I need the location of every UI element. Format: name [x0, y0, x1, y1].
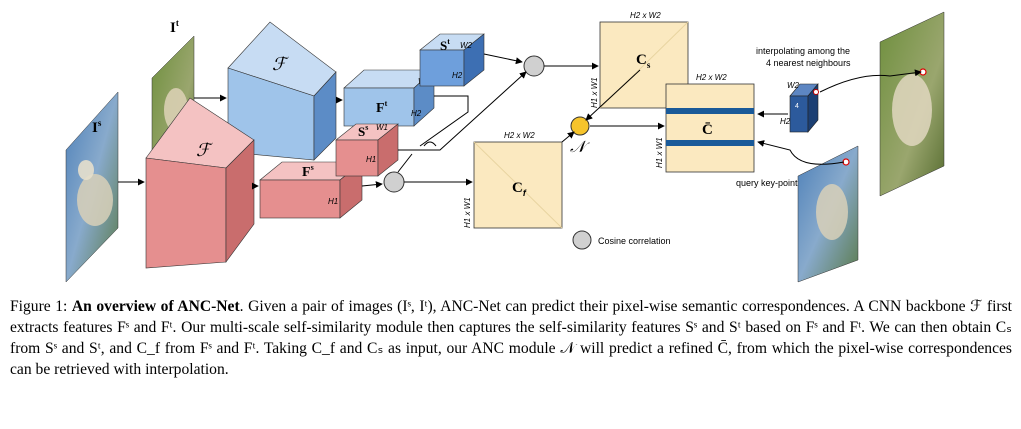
interp-h2-label: H2 — [780, 117, 791, 126]
sim-s-h1-label: H1 — [366, 155, 376, 164]
interp-text-2: 4 nearest neighbours — [766, 58, 851, 68]
cbar-band-top — [666, 108, 754, 114]
feature-source-label: Fs — [302, 163, 314, 180]
sim-t-w2-label: W2 — [460, 41, 473, 50]
sim-target-block — [419, 33, 485, 87]
feat-s-h1-label: H1 — [328, 197, 338, 206]
cs-top-dim: H2 x W2 — [630, 11, 661, 20]
cbar-top-dim: H2 x W2 — [696, 73, 727, 82]
result-target-image — [879, 11, 945, 197]
arrow-cf-to-anc — [561, 131, 575, 143]
cosine-circle-bottom — [383, 171, 405, 193]
feat-t-h2-label: H2 — [411, 109, 422, 118]
interp-point — [813, 89, 819, 95]
feature-target-label: Ft — [376, 99, 388, 116]
arrow-cs-to-anc — [585, 69, 641, 121]
caption-prefix: Figure 1: — [10, 298, 72, 315]
cosine-circle-top — [523, 55, 545, 77]
backbone-target-label: ℱ — [272, 54, 289, 74]
cf-diagonal — [473, 141, 563, 229]
query-source-image — [797, 145, 859, 283]
source-image — [65, 91, 119, 283]
cbar-side-dim: H1 x W1 — [655, 137, 664, 168]
backbone-source-block — [145, 97, 255, 269]
arrow-query-to-cbar — [757, 140, 845, 165]
sim-target-label: St — [440, 37, 450, 53]
anc-module-label: 𝒩 — [570, 139, 590, 156]
backbone-source-label: ℱ — [196, 140, 213, 160]
legend-cosine-text: Cosine correlation — [598, 236, 671, 246]
sim-source-block — [335, 123, 399, 177]
sim-s-w1-label: W1 — [376, 123, 388, 132]
arrow-ss-to-cos — [398, 71, 527, 151]
cs-label: Cs — [636, 52, 651, 70]
interp-text-1: interpolating among the — [756, 46, 850, 56]
anc-net-overview-diagram: Is It ℱ ℱ Ft W2 H2 St W2 H2 — [65, 11, 945, 283]
cbar-label: C̄ — [702, 122, 713, 138]
anc-module-circle — [570, 116, 590, 136]
cbar-square — [665, 83, 755, 173]
interp-w2-label: W2 — [787, 81, 800, 90]
target-image-label: It — [170, 18, 179, 36]
interp-block — [789, 83, 819, 133]
query-keypoint-text: query key-point — [736, 178, 798, 188]
cbar-band-bottom — [666, 140, 754, 146]
arrow-st-to-cos — [483, 53, 523, 65]
figure-caption: Figure 1: An overview of ANC-Net. Given … — [10, 296, 1012, 380]
backbone-target-block — [227, 21, 337, 161]
interp-4-label: 4 — [795, 103, 799, 110]
caption-title: An overview of ANC-Net — [71, 298, 240, 315]
cf-top-dim: H2 x W2 — [504, 131, 535, 140]
sim-source-label: Ss — [358, 123, 368, 139]
sim-t-h2-label: H2 — [452, 71, 463, 80]
line-hop — [423, 141, 437, 147]
caption-body: . Given a pair of images (Iˢ, Iᵗ), ANC-N… — [10, 298, 1013, 378]
cf-side-dim: H1 x W1 — [463, 197, 472, 228]
arrow-fs-to-cosbottom — [361, 181, 383, 189]
cs-side-dim: H1 x W1 — [590, 77, 599, 108]
cf-label: Cf — [512, 180, 527, 198]
arrow-ft-to-cosbottom — [397, 95, 469, 173]
arrow-interp-to-target — [819, 69, 922, 93]
source-image-label: Is — [92, 118, 102, 136]
legend-cosine-circle — [572, 230, 592, 250]
